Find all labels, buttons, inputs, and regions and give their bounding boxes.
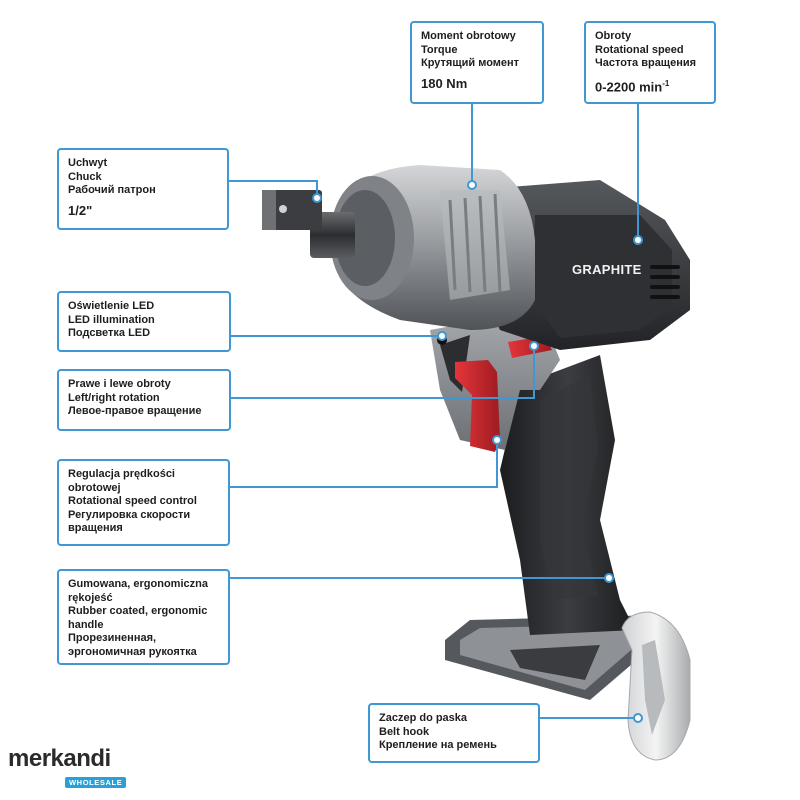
label-en: Belt hook	[379, 725, 430, 738]
label-pl-2: rękojeść	[68, 591, 113, 604]
square-drive	[262, 190, 355, 258]
callout-torque: Moment obrotowy Torque Крутящий момент 1…	[410, 21, 544, 104]
speed-value-number: 0-2200 min	[595, 79, 663, 95]
vent	[650, 275, 680, 279]
callout-rotation: Prawe i lewe obroty Left/right rotation …	[57, 369, 231, 431]
label-ru: Крутящий момент	[421, 57, 520, 70]
watermark-name: merkandi	[8, 745, 111, 772]
callout-rotational-speed: Obroty Rotational speed Частота вращения…	[584, 21, 716, 104]
label-pl-1: Regulacja prędkości	[68, 468, 175, 480]
label-pl: Zaczep do paska	[379, 712, 468, 724]
label-ru: Левое-правое вращение	[68, 405, 202, 418]
torque-value: 180 Nm	[421, 75, 468, 91]
speed-value: 0-2200 min-1	[595, 77, 706, 94]
vent	[650, 285, 680, 289]
label-en: Rotational speed	[595, 43, 684, 56]
vent	[650, 265, 680, 269]
callout-speed-control: Regulacja prędkości obrotowej Rotational…	[57, 459, 230, 546]
tool-brand-logo: GRAPHITE	[572, 262, 642, 277]
label-en: Left/right rotation	[68, 391, 160, 404]
label-pl: Moment obrotowy	[421, 30, 516, 42]
hammer-housing	[330, 165, 535, 330]
label-ru-1: Прорезиненная,	[68, 632, 157, 645]
belt-hook-part	[621, 611, 691, 761]
label-ru: Частота вращения	[595, 57, 697, 70]
label-pl: Prawe i lewe obroty	[68, 378, 171, 390]
led-light	[437, 335, 447, 345]
callout-belt-hook: Zaczep do paska Belt hook Крепление на р…	[368, 703, 540, 763]
label-en: Rotational speed control	[68, 495, 197, 508]
label-ru: Подсветка LED	[68, 327, 151, 340]
chuck-value: 1/2"	[68, 202, 93, 218]
vent	[650, 295, 680, 299]
label-ru: Рабочий патрон	[68, 184, 156, 197]
watermark-logo: merkandi WHOLESALE	[8, 745, 127, 790]
battery-base	[445, 615, 660, 700]
detent-ball	[279, 205, 287, 213]
label-ru-2: вращения	[68, 522, 123, 535]
label-ru: Крепление на ремень	[379, 739, 497, 752]
label-en-1: Rubber coated, ergonomic	[68, 605, 208, 618]
label-ru-1: Регулировка скорости	[68, 508, 191, 521]
label-pl: Obroty	[595, 30, 632, 42]
watermark-tagline: WHOLESALE	[65, 777, 127, 788]
label-pl-1: Gumowana, ergonomiczna	[68, 578, 208, 590]
callout-chuck: Uchwyt Chuck Рабочий патрон 1/2"	[57, 148, 229, 230]
label-pl: Uchwyt	[68, 157, 108, 169]
callout-led: Oświetlenie LED LED illumination Подсвет…	[57, 291, 231, 352]
label-en: Chuck	[68, 170, 102, 183]
label-ru-2: эргономичная рукоятка	[68, 645, 197, 658]
label-en-2: handle	[68, 618, 104, 631]
label-en: Torque	[421, 43, 458, 56]
label-pl: Oświetlenie LED	[68, 300, 155, 312]
label-en: LED illumination	[68, 313, 155, 326]
handle	[500, 355, 635, 635]
speed-value-exponent: -1	[662, 78, 670, 88]
callout-handle: Gumowana, ergonomiczna rękojeść Rubber c…	[57, 569, 230, 665]
label-pl-2: obrotowej	[68, 481, 121, 494]
